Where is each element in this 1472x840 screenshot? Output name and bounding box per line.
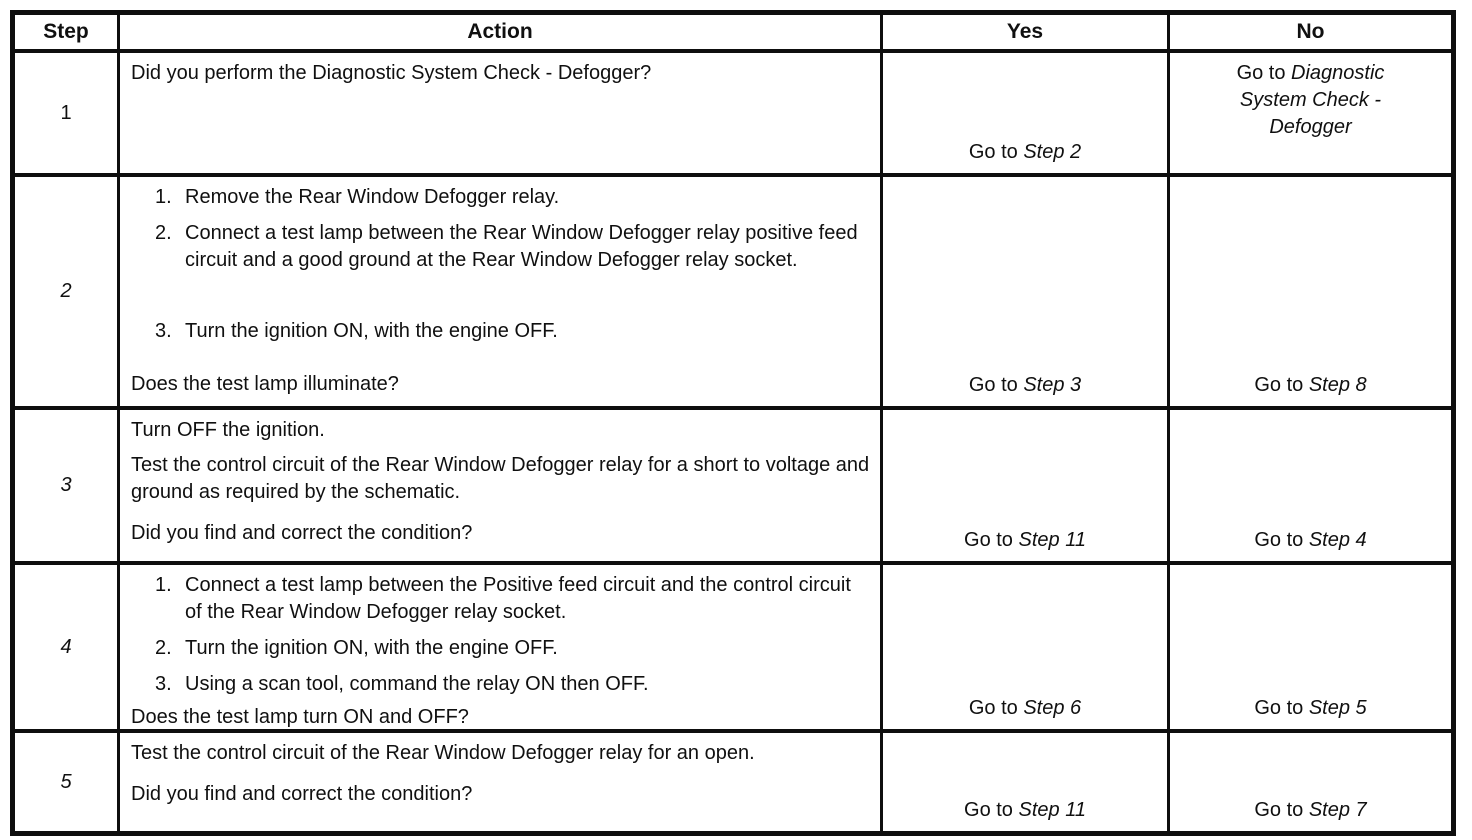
list-number: 3. <box>155 673 172 695</box>
goto-target: Step 3 <box>1023 374 1082 396</box>
action-question: Did you find and correct the condition? <box>131 783 473 805</box>
action-paragraph: Did you perform the Diagnostic System Ch… <box>131 62 652 84</box>
step-number: 2 <box>60 280 72 302</box>
goto-prefix: Go to <box>1236 62 1286 84</box>
row-4-step-cell: 4 <box>15 565 117 729</box>
goto-target: Step 4 <box>1308 529 1367 551</box>
header-action: Action <box>120 15 880 49</box>
row-3-action-cell: Turn OFF the ignition. Test the control … <box>120 410 880 561</box>
goto-prefix: Go to <box>1254 697 1304 719</box>
row-4-action-cell: 1. Connect a test lamp between the Posit… <box>120 565 880 729</box>
goto-target: Step 2 <box>1023 141 1082 163</box>
goto-prefix: Go to <box>968 141 1018 163</box>
row-4-no-cell: Go to Step 5 <box>1170 565 1451 729</box>
row-3-step-cell: 3 <box>15 410 117 561</box>
goto-target: Step 11 <box>1018 799 1086 821</box>
header-step: Step <box>15 15 117 49</box>
step-number: 4 <box>60 635 72 658</box>
goto-prefix: Go to <box>1254 529 1304 551</box>
goto-instruction: Go to Step 11 <box>964 527 1086 554</box>
goto-instruction: Go to Step 8 <box>1254 372 1366 399</box>
list-text: Remove the Rear Window Defogger relay. <box>185 186 560 208</box>
goto-target: Step 8 <box>1308 374 1367 396</box>
action-paragraph: Test the control circuit of the Rear Win… <box>131 742 755 764</box>
header-yes: Yes <box>883 15 1167 49</box>
action-question: Did you find and correct the condition? <box>131 522 473 544</box>
row-5-step-cell: 5 <box>15 733 117 831</box>
goto-instruction: Go to Step 11 <box>964 797 1086 824</box>
list-text: Turn the ignition ON, with the engine OF… <box>185 320 558 342</box>
row-5-action-cell: Test the control circuit of the Rear Win… <box>120 733 880 831</box>
step-number: 3 <box>60 474 72 496</box>
list-number: 3. <box>155 320 172 342</box>
row-1-step-cell: 1 <box>15 53 117 173</box>
goto-target: Step 6 <box>1023 697 1082 719</box>
goto-target: Step 5 <box>1308 697 1367 719</box>
action-list-item: 3. Turn the ignition ON, with the engine… <box>131 318 872 345</box>
action-question: Does the test lamp illuminate? <box>131 373 399 395</box>
list-text: Using a scan tool, command the relay ON … <box>185 673 649 695</box>
goto-prefix: Go to <box>968 374 1018 396</box>
row-2-yes-cell: Go to Step 3 <box>883 177 1167 406</box>
action-list-item: 1. Remove the Rear Window Defogger relay… <box>131 184 872 211</box>
list-text: Turn the ignition ON, with the engine OF… <box>185 637 558 659</box>
action-list-item: 1. Connect a test lamp between the Posit… <box>131 572 872 626</box>
action-paragraph: Test the control circuit of the Rear Win… <box>131 454 870 503</box>
list-number: 2. <box>155 222 172 244</box>
action-paragraph: Turn OFF the ignition. <box>131 419 325 441</box>
row-1-no-cell: Go to Diagnostic System Check - Defogger <box>1170 53 1451 173</box>
goto-instruction: Go to Step 2 <box>969 139 1081 166</box>
action-question: Does the test lamp turn ON and OFF? <box>131 706 469 728</box>
row-1-yes-cell: Go to Step 2 <box>883 53 1167 173</box>
goto-prefix: Go to <box>1254 799 1304 821</box>
row-2-no-cell: Go to Step 8 <box>1170 177 1451 406</box>
row-2-action-cell: 1. Remove the Rear Window Defogger relay… <box>120 177 880 406</box>
list-number: 2. <box>155 637 172 659</box>
action-list-item: 2. Connect a test lamp between the Rear … <box>131 220 872 274</box>
list-text: Connect a test lamp between the Rear Win… <box>185 222 858 271</box>
goto-instruction: Go to Step 5 <box>1254 695 1366 722</box>
row-4-yes-cell: Go to Step 6 <box>883 565 1167 729</box>
step-number: 5 <box>60 770 72 793</box>
header-no: No <box>1170 15 1451 49</box>
goto-prefix: Go to <box>964 799 1013 821</box>
action-list-item: 2. Turn the ignition ON, with the engine… <box>131 635 872 662</box>
row-5-no-cell: Go to Step 7 <box>1170 733 1451 831</box>
row-5-yes-cell: Go to Step 11 <box>883 733 1167 831</box>
goto-prefix: Go to <box>964 529 1013 551</box>
list-number: 1. <box>155 574 172 596</box>
row-3-no-cell: Go to Step 4 <box>1170 410 1451 561</box>
action-list-item: 3. Using a scan tool, command the relay … <box>131 671 872 698</box>
goto-instruction: Go to Step 7 <box>1254 797 1366 824</box>
goto-instruction: Go to Step 3 <box>969 372 1081 399</box>
goto-instruction: Go to Diagnostic System Check - Defogger <box>1216 60 1406 141</box>
goto-instruction: Go to Step 4 <box>1254 527 1366 554</box>
row-3-yes-cell: Go to Step 11 <box>883 410 1167 561</box>
goto-target: Step 7 <box>1308 799 1367 821</box>
diagnostic-table: Step Action Yes No 1 Did you perform the… <box>10 10 1456 836</box>
step-number: 1 <box>60 101 72 124</box>
goto-target: Step 11 <box>1018 529 1086 551</box>
goto-prefix: Go to <box>1254 374 1304 396</box>
goto-prefix: Go to <box>968 697 1018 719</box>
list-number: 1. <box>155 186 172 208</box>
goto-target: Diagnostic System Check - Defogger <box>1239 62 1385 138</box>
list-text: Connect a test lamp between the Positive… <box>185 574 851 623</box>
row-1-action-cell: Did you perform the Diagnostic System Ch… <box>120 53 880 173</box>
row-2-step-cell: 2 <box>15 177 117 406</box>
goto-instruction: Go to Step 6 <box>969 695 1081 722</box>
